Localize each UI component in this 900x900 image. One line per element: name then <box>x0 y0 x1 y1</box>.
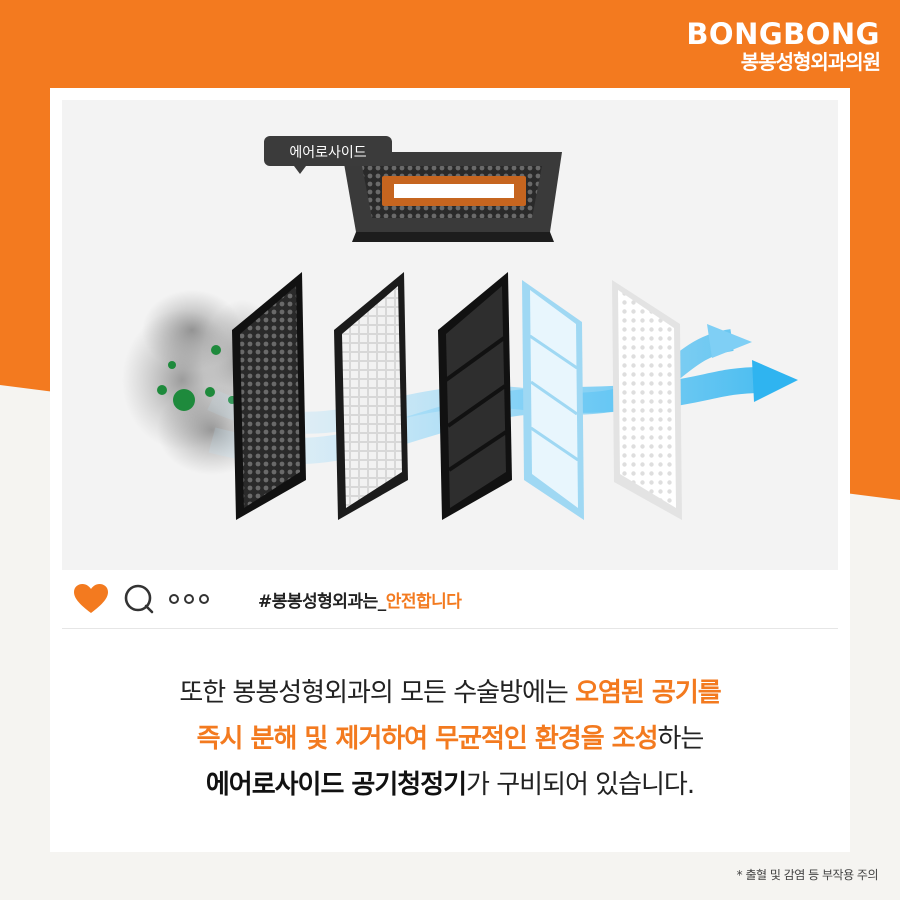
brand-name: BONGBONG <box>686 17 880 51</box>
hashtag-highlight: 안전합니다 <box>385 591 462 612</box>
comment-icon[interactable] <box>122 582 156 616</box>
air-filter-illustration: 에어로사이드 <box>122 136 798 520</box>
hashtag-prefix: #봉봉성형외과는_ <box>258 591 386 612</box>
brand-logo: BONGBONG 봉봉성형외과의원 <box>686 17 881 74</box>
post-actions: #봉봉성형외과는_안전합니다 <box>72 580 828 618</box>
body-line-1: 또한 봉봉성형외과의 모든 수술방에는 오염된 공기를 <box>50 670 850 716</box>
footnote: * 출혈 및 감염 등 부작용 주의 <box>736 868 879 882</box>
body-line-2: 즉시 분해 및 제거하여 무균적인 환경을 조성하는 <box>50 716 850 762</box>
post-card: 에어로사이드 <box>50 88 850 852</box>
body-line-1-plain: 또한 봉봉성형외과의 모든 수술방에는 <box>179 678 576 708</box>
callout-text: 에어로사이드 <box>289 145 366 161</box>
body-line-3: 에어로사이드 공기청정기가 구비되어 있습니다. <box>50 762 850 808</box>
brand-subtitle: 봉봉성형외과의원 <box>740 50 881 74</box>
callout-label <box>264 136 392 174</box>
body-line-2-highlight: 즉시 분해 및 제거하여 무균적인 환경을 조성 <box>196 724 659 754</box>
hashtag: #봉봉성형외과는_안전합니다 <box>258 587 462 612</box>
body-line-2-plain: 하는 <box>657 724 705 754</box>
body-line-3-plain: 가 구비되어 있습니다. <box>466 770 695 800</box>
post-image: 에어로사이드 <box>62 100 838 570</box>
body-line-3-bold: 에어로사이드 공기청정기 <box>205 770 467 800</box>
body-text: 또한 봉봉성형외과의 모든 수술방에는 오염된 공기를 즉시 분해 및 제거하여… <box>50 670 850 808</box>
heart-icon[interactable] <box>72 582 110 616</box>
more-icon[interactable] <box>168 589 210 609</box>
divider <box>62 628 838 629</box>
body-line-1-highlight: 오염된 공기를 <box>575 678 722 708</box>
